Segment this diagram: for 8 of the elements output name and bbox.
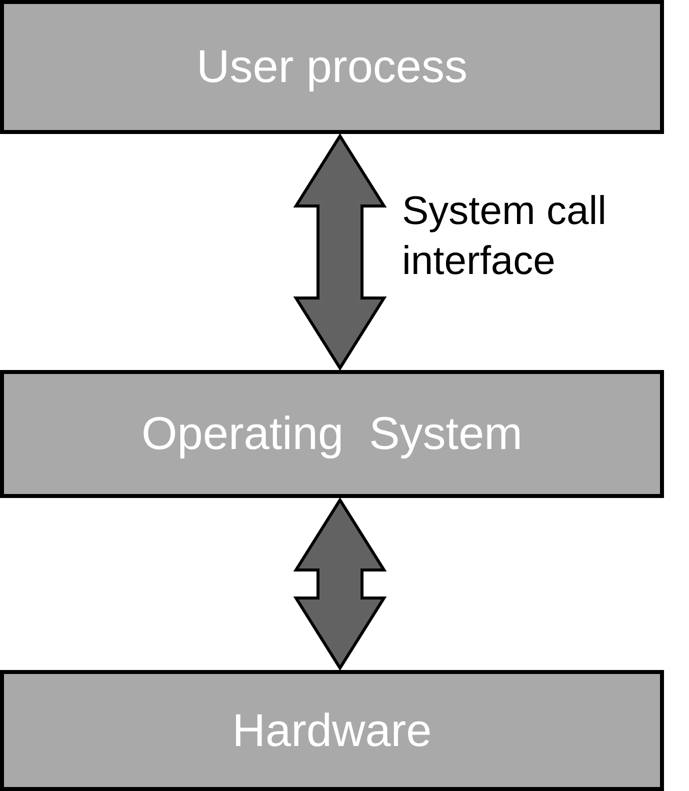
box-label: Operating System [142,406,522,462]
double-arrow [293,133,387,371]
double-arrow [293,497,387,671]
process-box [0,670,664,791]
process-box [0,370,664,498]
box-label: User process [196,39,468,94]
box-label: Hardware [232,702,432,758]
process-box [0,0,664,134]
